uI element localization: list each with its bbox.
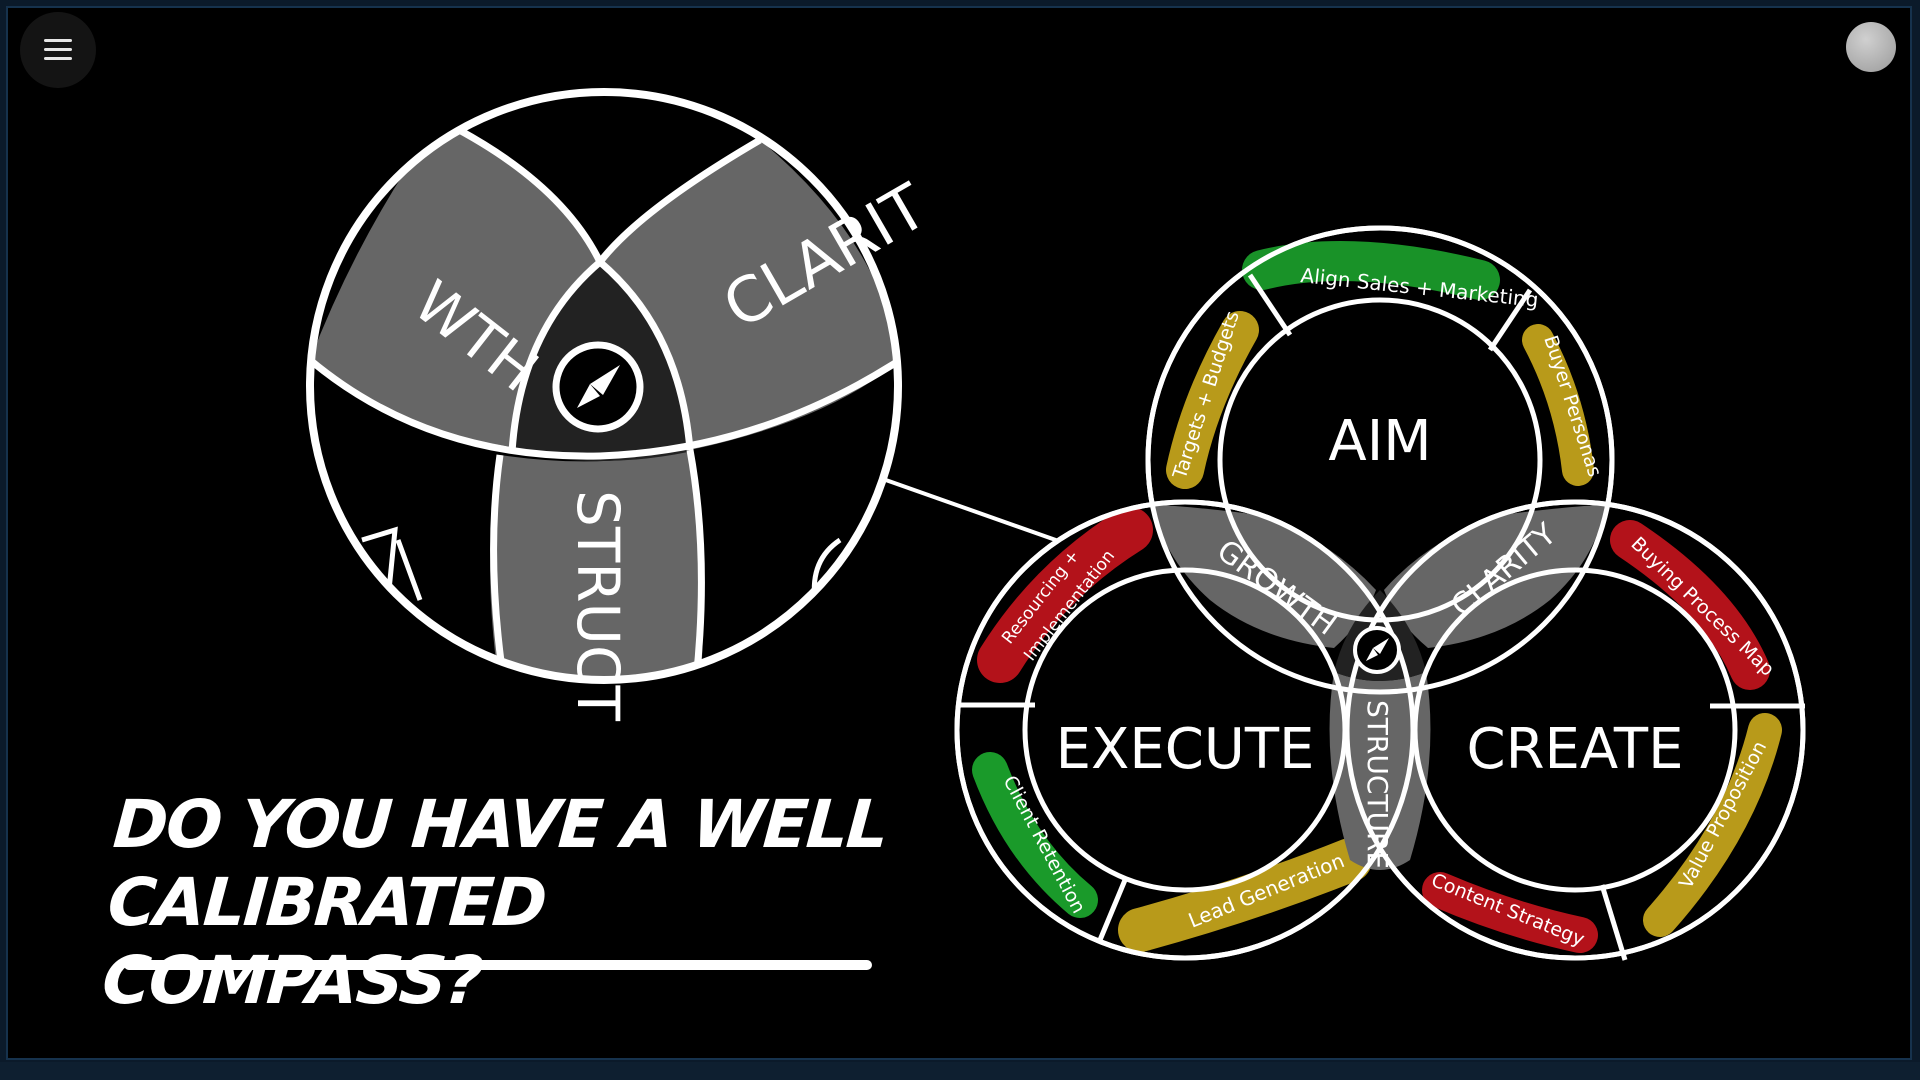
compass-icon [1353,626,1401,674]
execute-label: EXECUTE [1056,717,1315,782]
headline-underline [124,960,872,970]
zoom-structure-label: STRUCT [564,490,632,721]
aim-inner-circle [1217,297,1543,623]
headline-line-1: DO YOU HAVE A WELL [110,786,890,863]
align-highlight [1242,241,1500,300]
personas-highlight [1522,324,1594,486]
content-highlight [1422,872,1598,953]
clarity-overlap [1384,505,1606,648]
zoom-detail-circle: WTH CLARIT STRUCT [306,88,940,721]
aim-label: AIM [1328,409,1431,474]
value-highlight [1643,713,1782,937]
menu-button[interactable] [20,12,96,88]
structure-overlap [1329,672,1431,870]
buying-highlight [1610,520,1770,690]
structure-label: STRUCTURE [1361,700,1394,869]
zoom-structure-region [490,450,704,680]
targets-highlight [1166,311,1259,489]
retention-highlight [972,752,1098,918]
slide-headline: DO YOU HAVE A WELL CALIBRATED COMPASS? [100,786,896,1020]
headline-line-2: CALIBRATED COMPASS? [99,864,548,1019]
venn-diagram: AIM EXECUTE CREATE GROWTH CLARITY STRUCT… [954,225,1806,961]
create-label: CREATE [1467,717,1684,782]
window-bottom-strip [0,1062,1920,1080]
growth-overlap [1152,505,1376,648]
lead-highlight [1118,838,1372,952]
resourcing-highlight [977,507,1153,683]
compass-icon [552,341,644,433]
hamburger-menu-icon [44,39,72,61]
user-avatar[interactable] [1846,22,1896,72]
